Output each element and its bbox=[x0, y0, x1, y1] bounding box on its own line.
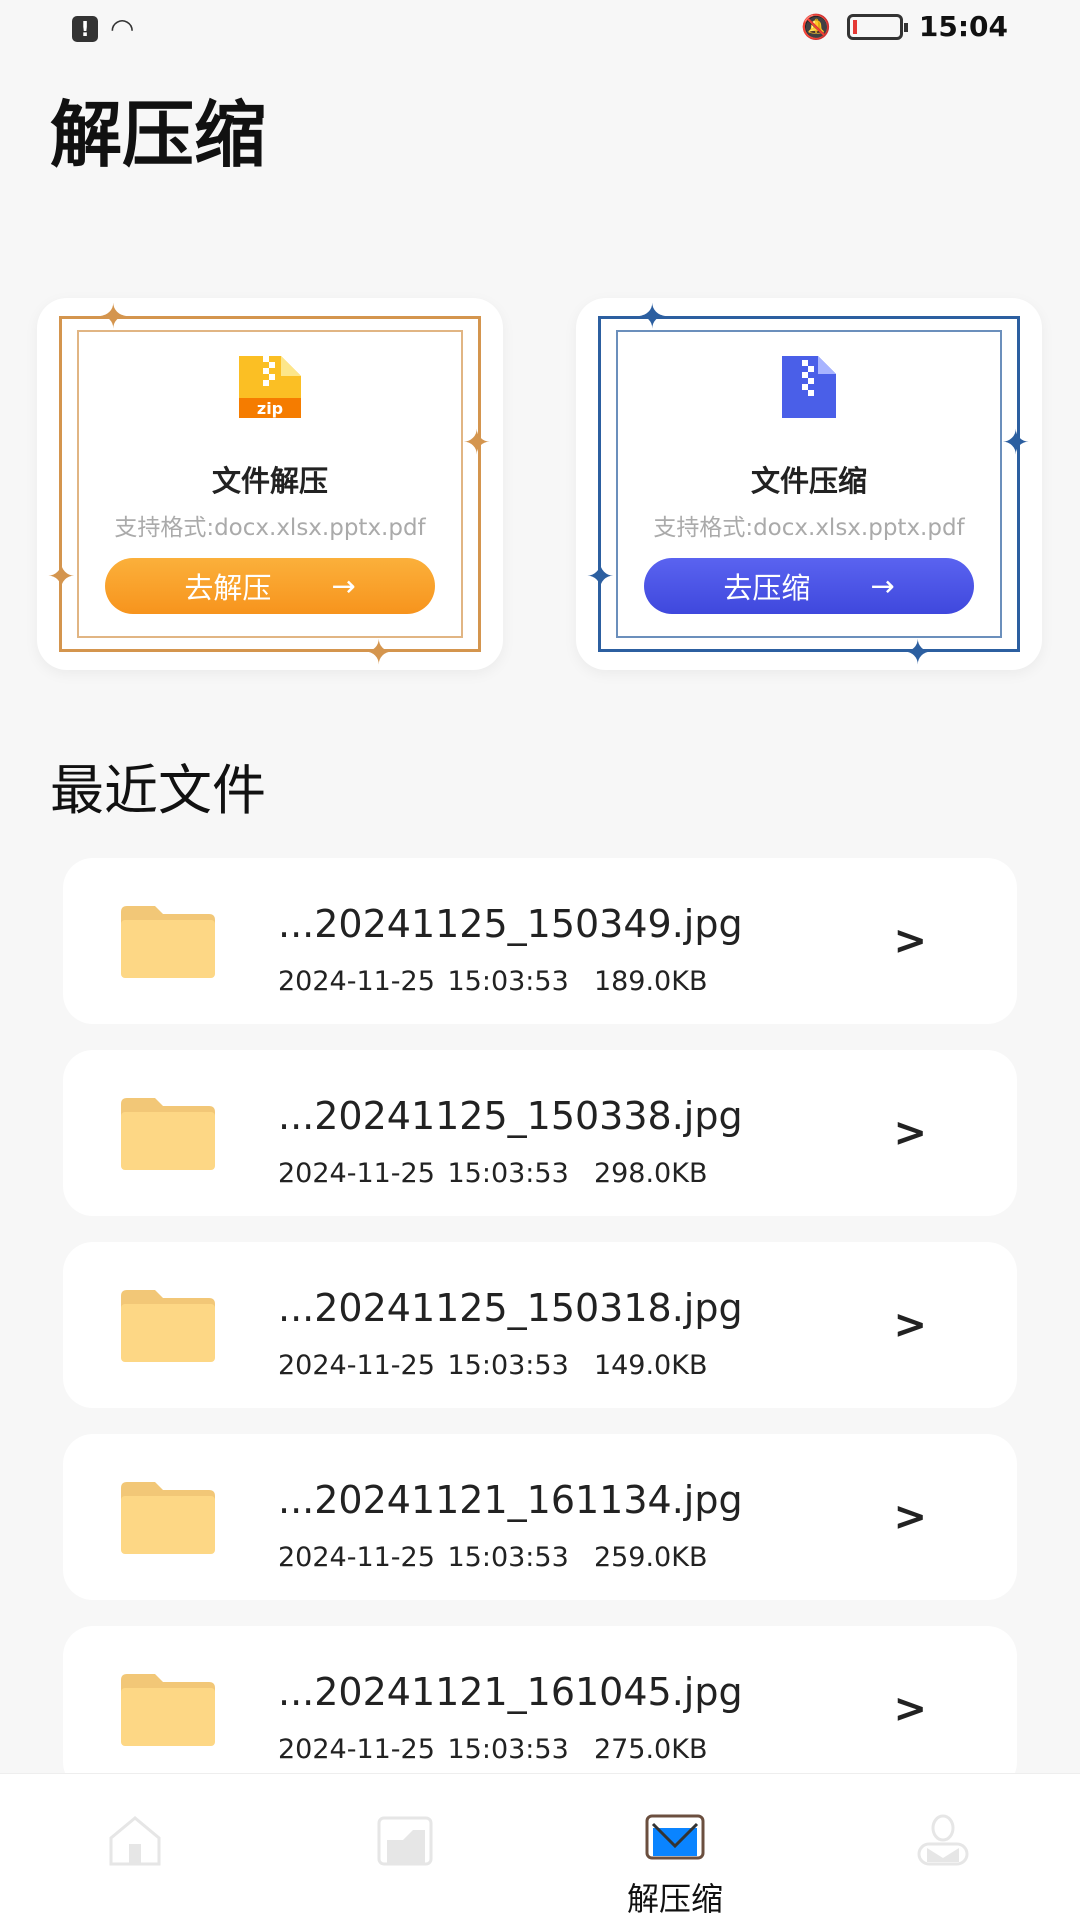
file-list-item[interactable]: ...20241125_150338.jpg 2024-11-25 15:03:… bbox=[63, 1050, 1017, 1216]
home-tab-icon[interactable] bbox=[103, 1814, 167, 1866]
zip-file-icon bbox=[782, 356, 836, 418]
status-bar: ! ◠ 🔕 15:04 bbox=[0, 0, 1080, 56]
file-size: 149.0KB bbox=[593, 1350, 708, 1381]
card-title: 文件解压 bbox=[211, 464, 328, 498]
decompress-card[interactable]: ✦✦✦✦ zip 文件解压 支持格式:docx.xlsx.pptx.pdf 去解… bbox=[37, 298, 503, 670]
compress-card[interactable]: ✦✦✦✦ 文件压缩 支持格式:docx.xlsx.pptx.pdf 去压缩→ bbox=[576, 298, 1042, 670]
wifi-icon: ◠ bbox=[110, 12, 135, 45]
button-label: 去压缩 bbox=[723, 571, 811, 605]
alert-icon: ! bbox=[72, 15, 98, 42]
file-list-item[interactable]: ...20241121_161134.jpg 2024-11-25 15:03:… bbox=[63, 1434, 1017, 1600]
file-name: ...20241121_161045.jpg bbox=[278, 1670, 743, 1714]
chevron-right-icon[interactable]: > bbox=[893, 1302, 927, 1348]
file-meta: 2024-11-25 15:03:53 259.0KB bbox=[278, 1542, 707, 1573]
clock: 15:04 bbox=[918, 10, 1008, 43]
file-size: 275.0KB bbox=[593, 1734, 708, 1765]
folder-icon bbox=[121, 1290, 215, 1362]
file-meta: 2024-11-25 15:03:53 298.0KB bbox=[278, 1158, 707, 1189]
folder-icon bbox=[121, 1482, 215, 1554]
file-size: 298.0KB bbox=[593, 1158, 708, 1189]
file-name: ...20241125_150338.jpg bbox=[278, 1094, 743, 1138]
tab-label-active[interactable]: 解压缩 bbox=[626, 1880, 724, 1918]
folder-icon bbox=[121, 1098, 215, 1170]
files-tab-icon[interactable] bbox=[373, 1814, 437, 1866]
zip-file-icon: zip bbox=[239, 356, 301, 418]
mute-icon: 🔕 bbox=[800, 12, 831, 41]
folder-icon bbox=[121, 906, 215, 978]
card-subtitle: 支持格式:docx.xlsx.pptx.pdf bbox=[114, 515, 426, 541]
file-meta: 2024-11-25 15:03:53 275.0KB bbox=[278, 1734, 707, 1765]
svg-text:zip: zip bbox=[257, 399, 283, 418]
profile-tab-icon[interactable] bbox=[911, 1814, 975, 1866]
compress-button[interactable]: 去压缩 → bbox=[644, 558, 974, 614]
file-list-item[interactable]: ...20241125_150349.jpg 2024-11-25 15:03:… bbox=[63, 858, 1017, 1024]
file-list-item[interactable]: ...20241121_161045.jpg 2024-11-25 15:03:… bbox=[63, 1626, 1017, 1792]
file-list-item[interactable]: ...20241125_150318.jpg 2024-11-25 15:03:… bbox=[63, 1242, 1017, 1408]
file-name: ...20241121_161134.jpg bbox=[278, 1478, 743, 1522]
card-subtitle: 支持格式:docx.xlsx.pptx.pdf bbox=[653, 515, 965, 541]
file-date: 2024-11-25 15:03:53 bbox=[278, 1734, 569, 1765]
battery-icon bbox=[846, 13, 908, 40]
file-date: 2024-11-25 15:03:53 bbox=[278, 1158, 569, 1189]
chevron-right-icon[interactable]: > bbox=[893, 1110, 927, 1156]
chevron-right-icon[interactable]: > bbox=[893, 1686, 927, 1732]
file-size: 259.0KB bbox=[593, 1542, 708, 1573]
recent-files-heading: 最近文件 bbox=[50, 759, 266, 822]
file-meta: 2024-11-25 15:03:53 189.0KB bbox=[278, 966, 707, 997]
compress-tab-icon[interactable] bbox=[643, 1814, 707, 1866]
file-date: 2024-11-25 15:03:53 bbox=[278, 1542, 569, 1573]
file-name: ...20241125_150318.jpg bbox=[278, 1286, 743, 1330]
chevron-right-icon[interactable]: > bbox=[893, 918, 927, 964]
bottom-nav: 解压缩 bbox=[0, 1773, 1080, 1920]
card-title: 文件压缩 bbox=[750, 464, 867, 498]
arrow-right-icon: → bbox=[331, 569, 356, 603]
file-date: 2024-11-25 15:03:53 bbox=[278, 966, 569, 997]
page-title: 解压缩 bbox=[50, 93, 267, 177]
button-label: 去解压 bbox=[184, 571, 272, 605]
file-date: 2024-11-25 15:03:53 bbox=[278, 1350, 569, 1381]
file-size: 189.0KB bbox=[593, 966, 708, 997]
chevron-right-icon[interactable]: > bbox=[893, 1494, 927, 1540]
folder-icon bbox=[121, 1674, 215, 1746]
decompress-button[interactable]: 去解压 → bbox=[105, 558, 435, 614]
arrow-right-icon: → bbox=[870, 569, 895, 603]
file-name: ...20241125_150349.jpg bbox=[278, 902, 743, 946]
file-meta: 2024-11-25 15:03:53 149.0KB bbox=[278, 1350, 707, 1381]
